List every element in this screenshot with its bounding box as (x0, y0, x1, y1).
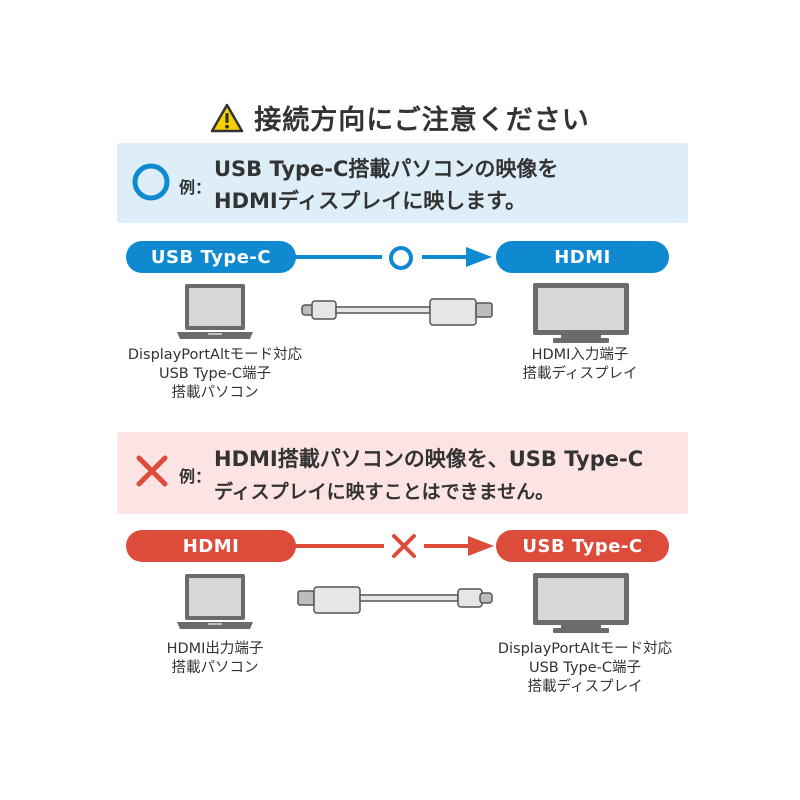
monitor-icon (533, 283, 629, 343)
ng-example-label: 例： (179, 467, 212, 486)
warning-icon (211, 103, 244, 132)
ng-example-line1: HDMI搭載パソコンの映像を、USB Type-C (214, 447, 644, 471)
ng-cross-small-icon (392, 534, 416, 558)
monitor-icon (533, 573, 629, 633)
ok-example-label: 例： (179, 178, 212, 197)
ng-source-pill: HDMI (126, 530, 296, 562)
ng-target-pill: USB Type-C (496, 530, 669, 562)
ok-circle-icon (132, 163, 170, 201)
ng-source-caption: HDMI出力端子 搭載パソコン (166, 641, 264, 676)
ok-target-caption: HDMI入力端子 搭載ディスプレイ (522, 347, 638, 382)
ok-source-caption: DisplayPortAltモード対応 USB Type-C端子 搭載パソコン (127, 347, 303, 401)
ok-example-line1: USB Type-C搭載パソコンの映像を (214, 157, 559, 181)
ok-connector-line-right (422, 255, 472, 259)
ng-cross-icon (136, 455, 168, 487)
ng-example-line2: ディスプレイに映すことはできません。 (214, 481, 555, 503)
title-text: 接続方向にご注意ください (254, 105, 590, 136)
ng-target-caption: DisplayPortAltモード対応 USB Type-C端子 搭載ディスプレ… (497, 641, 673, 695)
ok-circle-small-icon (389, 246, 413, 270)
cable-icon (301, 298, 493, 326)
ok-arrow-icon (466, 247, 492, 267)
ok-source-pill: USB Type-C (126, 241, 296, 273)
ok-target-pill: HDMI (496, 241, 669, 273)
ok-example-line2: HDMIディスプレイに映します。 (214, 189, 527, 213)
ng-connector-line-left (280, 544, 384, 548)
ng-arrow-icon (468, 536, 494, 556)
ok-connector-line-left (280, 255, 382, 259)
laptop-icon (177, 574, 253, 629)
laptop-icon (177, 284, 253, 339)
ng-example-box: 例： HDMI搭載パソコンの映像を、USB Type-C ディスプレイに映すこと… (117, 432, 688, 514)
cable-icon (297, 586, 493, 614)
ok-example-box: 例： USB Type-C搭載パソコンの映像を HDMIディスプレイに映します。 (117, 143, 688, 223)
ng-connector-line-right (424, 544, 474, 548)
page-title: 接続方向にご注意ください (0, 98, 800, 137)
